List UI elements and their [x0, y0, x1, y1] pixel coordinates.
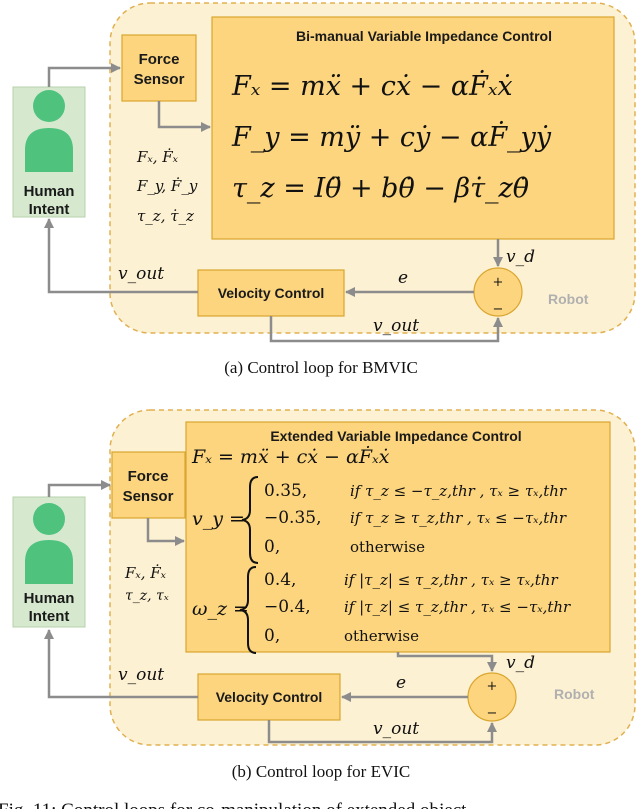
wz-case-value: 0,: [264, 626, 280, 646]
v-out-left-label: v_out: [118, 264, 164, 284]
vy-case-value: −0.35,: [264, 508, 322, 528]
impedance-title: Extended Variable Impedance Control: [270, 428, 521, 444]
vy-brace: [241, 476, 259, 564]
v-out-left-label: v_out: [118, 665, 164, 685]
signal-torques: τ_z, τₓ: [125, 588, 169, 604]
signal-force-y: F_y, Ḟ_y: [136, 177, 198, 195]
wz-case-value: 0.4,: [264, 570, 296, 590]
caption-b: (b) Control loop for EVIC: [232, 762, 410, 781]
velocity-control-label: Velocity Control: [218, 285, 325, 301]
v-d-label: v_d: [506, 247, 535, 267]
arrows: [44, 63, 503, 343]
wz-label: ω_z =: [192, 598, 249, 620]
person-icon: [25, 90, 73, 172]
impedance-title: Bi-manual Variable Impedance Control: [296, 28, 552, 44]
wz-case-condition: if |τ_z| ≤ τ_z,thr , τₓ ≥ τₓ,thr: [344, 571, 558, 589]
equation-fx: Fₓ = mẍ + cẋ − αḞₓẋ: [191, 445, 390, 468]
v-out-bottom-label: v_out: [373, 316, 419, 336]
wz-brace: [239, 566, 257, 654]
sensor-label: Sensor: [123, 488, 174, 505]
signal-force-x: Fₓ, Ḟₓ: [124, 564, 167, 582]
vy-case-condition: otherwise: [350, 538, 425, 556]
arrows: [44, 480, 497, 744]
diagram-a: Robot Human Intent Force Sensor Bi-manua…: [12, 2, 636, 377]
force-label: Force: [139, 51, 180, 68]
velocity-control-label: Velocity Control: [216, 689, 323, 705]
intent-label: Intent: [29, 608, 70, 625]
diagram-b: Robot Human Intent Force Sensor Extended…: [12, 409, 636, 781]
minus-sign: −: [487, 706, 498, 721]
wz-case-condition: otherwise: [344, 627, 419, 645]
force-sensor-box: [111, 451, 186, 519]
figure-caption: Fig. 11: Control loops for co-manipulati…: [0, 800, 467, 809]
equation-fy: F_y = mÿ + cẏ − αḞ_yẏ: [231, 120, 552, 153]
person-icon: [25, 503, 73, 584]
wz-case-value: −0.4,: [264, 597, 311, 617]
human-label: Human: [24, 590, 75, 607]
impedance-control-box: [211, 16, 615, 240]
minus-sign: −: [493, 302, 504, 317]
plus-sign: +: [493, 275, 504, 290]
sensor-label: Sensor: [134, 71, 185, 88]
vy-label: v_y =: [192, 508, 245, 530]
force-label: Force: [128, 468, 169, 485]
robot-label: Robot: [554, 686, 595, 702]
vy-case-condition: if τ_z ≥ τ_z,thr , τₓ ≤ −τₓ,thr: [350, 509, 567, 527]
intent-label: Intent: [29, 201, 70, 218]
vy-case-condition: if τ_z ≤ −τ_z,thr , τₓ ≥ τₓ,thr: [350, 482, 567, 500]
signal-force-x: Fₓ, Ḟₓ: [136, 148, 179, 166]
vy-case-value: 0.35,: [264, 481, 307, 501]
wz-case-condition: if |τ_z| ≤ τ_z,thr , τₓ ≤ −τₓ,thr: [344, 598, 571, 616]
v-out-bottom-label: v_out: [373, 719, 419, 739]
error-label: e: [398, 268, 408, 288]
caption-a: (a) Control loop for BMVIC: [224, 358, 418, 377]
force-sensor-box: [121, 34, 197, 102]
velocity-control-box: [197, 673, 341, 721]
human-label: Human: [24, 183, 75, 200]
equation-fx: Fₓ = mẍ + cẋ − αḞₓẋ: [231, 69, 513, 102]
equation-tz: τ_z = Iθ̈ + bθ̇ − βτ̇_zθ̇: [232, 173, 529, 204]
plus-sign: +: [487, 679, 498, 694]
robot-label: Robot: [548, 291, 589, 307]
impedance-control-box: [185, 421, 611, 653]
vy-case-value: 0,: [264, 537, 280, 557]
signal-torque-z: τ_z, τ̇_z: [137, 207, 194, 225]
error-label: e: [396, 673, 406, 693]
v-d-label: v_d: [506, 653, 535, 673]
